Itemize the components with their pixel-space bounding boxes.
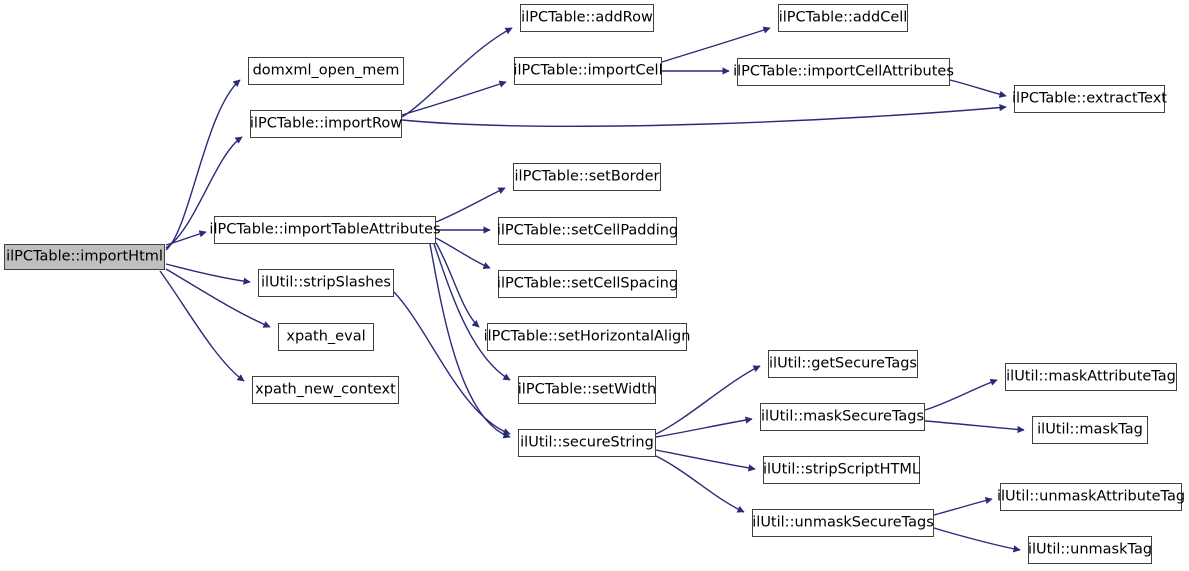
graph-edge-importHtml-to-importTableAttributes (165, 230, 207, 246)
graph-node-label: ilUtil::unmaskSecureTags (752, 514, 934, 531)
graph-edge-secureString-to-stripScriptHTML (655, 449, 756, 472)
graph-node-addCell[interactable]: ilPCTable::addCell (778, 4, 908, 32)
graph-node-label: ilPCTable::importCellAttributes (733, 63, 954, 80)
graph-node-maskTag[interactable]: ilUtil::maskTag (1032, 416, 1148, 444)
graph-node-label: ilPCTable::addRow (521, 9, 653, 26)
graph-node-importRow[interactable]: ilPCTable::importRow (250, 110, 402, 138)
graph-node-xpath_new_context[interactable]: xpath_new_context (252, 376, 399, 404)
graph-edge-secureString-to-getSecureTags (655, 365, 761, 435)
graph-node-label: ilPCTable::importCell (513, 62, 663, 79)
graph-node-label: ilUtil::stripSlashes (261, 274, 391, 291)
graph-node-label: ilPCTable::setBorder (514, 168, 660, 185)
graph-edge-importRow-to-addRow (401, 27, 513, 118)
graph-edge-maskSecureTags-to-maskAttributeTag (924, 378, 998, 411)
graph-node-setCellPadding[interactable]: ilPCTable::setCellPadding (496, 217, 679, 245)
graph-node-label: ilUtil::unmaskAttributeTag (996, 488, 1186, 505)
graph-node-domxml_open_mem[interactable]: domxml_open_mem (248, 57, 404, 85)
graph-node-setBorder[interactable]: ilPCTable::setBorder (513, 163, 661, 191)
graph-edge-secureString-to-unmaskSecureTags (655, 455, 745, 513)
graph-node-setHorizontalAlign[interactable]: ilPCTable::setHorizontalAlign (484, 323, 690, 351)
graph-node-importCellAttributes[interactable]: ilPCTable::importCellAttributes (733, 58, 954, 86)
graph-edge-importHtml-to-stripSlashes (165, 263, 251, 285)
graph-node-label: ilUtil::maskTag (1037, 421, 1143, 438)
graph-node-label: ilPCTable::importTableAttributes (209, 221, 441, 238)
graph-node-extractText[interactable]: ilPCTable::extractText (1012, 85, 1167, 113)
graph-node-unmaskAttributeTag[interactable]: ilUtil::unmaskAttributeTag (996, 483, 1186, 511)
graph-node-label: xpath_eval (286, 328, 366, 345)
graph-node-label: ilUtil::getSecureTags (769, 355, 917, 372)
graph-node-maskAttributeTag[interactable]: ilUtil::maskAttributeTag (1005, 363, 1177, 391)
graph-node-label: ilPCTable::importRow (249, 115, 403, 132)
graph-edge-importTableAttributes-to-setCellSpacing (435, 237, 491, 269)
graph-edge-unmaskSecureTags-to-unmaskTag (933, 527, 1021, 553)
graph-edge-importRow-to-importCell (401, 80, 507, 116)
graph-node-label: ilUtil::unmaskTag (1027, 541, 1153, 558)
graph-edge-importRow-to-extractText (401, 103, 1007, 127)
graph-node-label: ilPCTable::setCellPadding (496, 222, 679, 239)
graph-edge-importTableAttributes-to-setBorder (435, 187, 506, 223)
graph-edge-importHtml-to-importRow (165, 136, 243, 249)
graph-edge-maskSecureTags-to-maskTag (924, 420, 1025, 434)
graph-node-maskSecureTags[interactable]: ilUtil::maskSecureTags (760, 403, 925, 431)
graph-edge-importTableAttributes-to-setWidth (433, 243, 511, 381)
graph-node-importHtml[interactable]: ilPCTable::importHtml (4, 244, 165, 270)
graph-node-setCellSpacing[interactable]: ilPCTable::setCellSpacing (496, 270, 679, 298)
graph-node-secureString[interactable]: ilUtil::secureString (518, 429, 656, 457)
graph-node-label: ilUtil::secureString (520, 434, 654, 451)
graph-node-importTableAttributes[interactable]: ilPCTable::importTableAttributes (209, 216, 441, 244)
graph-node-label: ilUtil::stripScriptHTML (762, 461, 921, 478)
graph-edge-stripSlashes-to-secureString (393, 291, 511, 436)
graph-node-setWidth[interactable]: ilPCTable::setWidth (518, 376, 656, 404)
graph-node-label: ilPCTable::importHtml (6, 248, 163, 265)
graph-edge-importHtml-to-xpath_new_context (159, 270, 245, 382)
graph-node-xpath_eval[interactable]: xpath_eval (278, 323, 374, 351)
graph-node-label: ilPCTable::setWidth (517, 381, 657, 398)
graph-node-stripSlashes[interactable]: ilUtil::stripSlashes (258, 269, 394, 297)
graph-edge-importTableAttributes-to-secureString (429, 243, 511, 439)
graph-node-label: xpath_new_context (255, 381, 396, 398)
graph-edge-unmaskSecureTags-to-unmaskAttributeTag (933, 496, 993, 516)
graph-edge-importTableAttributes-to-setHorizontalAlign (435, 242, 480, 328)
graph-node-label: ilPCTable::extractText (1012, 90, 1167, 107)
graph-node-getSecureTags[interactable]: ilUtil::getSecureTags (768, 350, 918, 378)
graph-edge-importCell-to-addCell (661, 26, 771, 63)
graph-node-label: ilUtil::maskAttributeTag (1006, 368, 1176, 385)
graph-edge-importCellAttributes-to-extractText (949, 79, 1007, 98)
graph-node-label: ilPCTable::setHorizontalAlign (483, 328, 691, 345)
graph-node-unmaskSecureTags[interactable]: ilUtil::unmaskSecureTags (752, 509, 934, 537)
graph-node-addRow[interactable]: ilPCTable::addRow (520, 4, 654, 32)
graph-node-label: domxml_open_mem (252, 62, 400, 79)
graph-node-label: ilPCTable::setCellSpacing (496, 275, 679, 292)
graph-edge-importHtml-to-domxml_open_mem (165, 79, 241, 251)
graph-node-stripScriptHTML[interactable]: ilUtil::stripScriptHTML (763, 456, 920, 484)
graph-node-label: ilPCTable::addCell (778, 9, 908, 26)
graph-edge-importHtml-to-xpath_eval (165, 268, 271, 328)
graph-node-unmaskTag[interactable]: ilUtil::unmaskTag (1028, 536, 1152, 564)
graph-node-label: ilUtil::maskSecureTags (760, 408, 925, 425)
graph-node-importCell[interactable]: ilPCTable::importCell (513, 57, 663, 85)
graph-edge-secureString-to-maskSecureTags (655, 416, 753, 438)
